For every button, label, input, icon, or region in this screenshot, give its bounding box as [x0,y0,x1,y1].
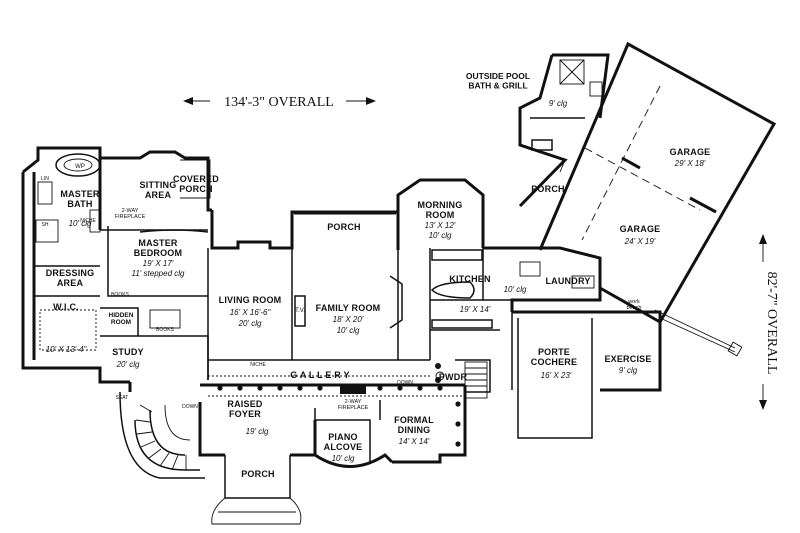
raised-foyer-size: 19' clg [246,427,269,436]
study-size: 20' clg [116,360,140,369]
living-room-label: LIVING ROOM [219,295,282,305]
overall-width-dimension: 134'-3" OVERALL [183,95,376,110]
exercise-label: EXERCISE [604,354,651,364]
morning-room-ceiling: 10' clg [429,231,452,240]
down-label-1: DOWN [182,404,198,410]
tv-label: T.V. [295,308,305,314]
formal-dining-size: 14' X 14' [399,437,430,446]
master-bedroom-size: 19' X 17' [143,259,174,268]
pwdr-label: PWDR [439,372,468,382]
down-label-2: DOWN [397,380,413,386]
seat-label: SEAT [116,395,129,401]
fixtures [35,153,595,381]
porches [180,159,396,525]
rear-staircase [464,361,488,399]
gallery-columns [208,363,465,447]
small-annotations: BOOKS BOOKS SEAT DOWN DOWN LIN NICHE NIC… [41,176,413,410]
garage-2-label: GARAGE [620,224,661,234]
wp-label: WP [75,164,85,170]
garage-1-label: GARAGE [670,147,711,157]
outside-pool-bath-grill [518,53,610,208]
master-bedroom-ceiling: 11' stepped clg [132,269,186,278]
family-room-ceiling: 10' clg [337,326,360,335]
kitchen-size: 19' X 14' [460,305,491,314]
overall-depth-dimension: 82'-7" OVERALL [759,234,779,410]
laundry-label: LAUNDRY [545,276,590,286]
kitchen-ceiling: 10' clg [504,285,527,294]
books-label-2: BOOKS [156,327,174,333]
rear-porch-label: PORCH [327,222,361,232]
exercise-size: 9' clg [619,366,638,375]
side-porch-label: PORCH [531,184,565,194]
niche-label-2: NICHE [250,362,266,368]
wic-size: 10' X 13'-4" [46,345,88,354]
outside-pool-size: 9' clg [549,99,568,108]
family-room-label: FAMILY ROOM [316,303,381,313]
niche-label-1: NICHE [80,218,96,224]
kitchen-label: KITCHEN [449,274,490,284]
front-porch-label: PORCH [241,469,275,479]
lin-label: LIN [41,176,49,182]
porte-cochere-size: 16' X 23' [541,371,572,380]
living-room-size: 16' X 16'-6" [230,308,272,317]
spiral-staircase [119,391,205,479]
gallery-label: G A L L E R Y [290,370,349,380]
overall-depth-label: 82'-7" OVERALL [764,272,779,375]
shower-label: SH [42,222,49,228]
overall-width-label: 134'-3" OVERALL [224,95,334,110]
wic-label: W.I.C. [53,302,79,312]
garage-wing [538,41,777,357]
interior-walls [34,226,513,462]
master-bath-size: 10' clg [69,219,92,228]
garage-2-size: 24' X 19' [624,237,656,246]
books-label-1: BOOKS [111,292,129,298]
morning-room-size: 13' X 12' [425,221,456,230]
family-room-size: 18' X 20' [333,315,364,324]
garage-1-size: 29' X 18' [674,159,706,168]
living-room-ceiling: 20' clg [238,319,262,328]
study-label: STUDY [112,347,144,357]
piano-alcove-size: 10' clg [332,454,355,463]
exterior-walls [21,146,662,468]
